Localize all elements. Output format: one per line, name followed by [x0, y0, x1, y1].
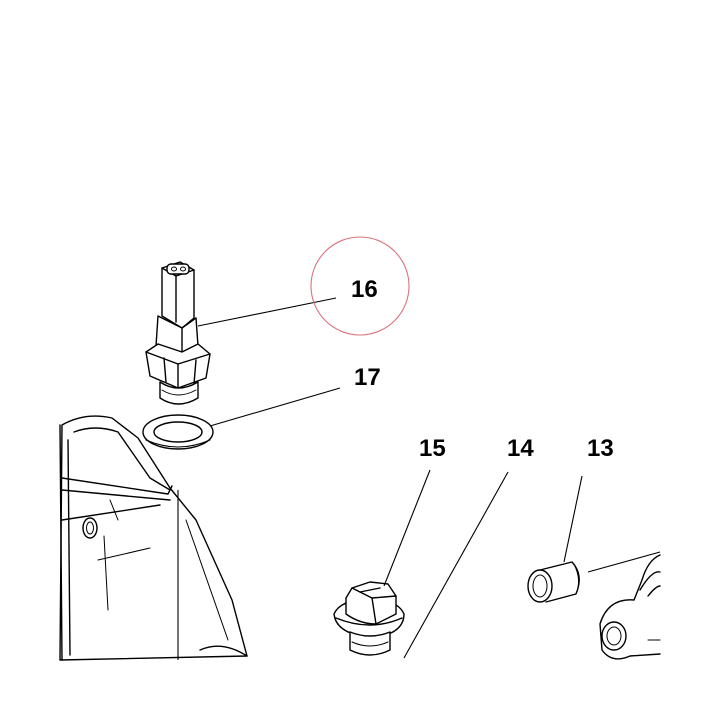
callout-13: 13 [587, 435, 614, 462]
sealing-washer [142, 414, 214, 450]
callout-17: 17 [354, 364, 381, 391]
callouts: 16 17 15 14 13 [351, 276, 614, 462]
leader-13-tail [587, 551, 661, 573]
gearbox-housing-right [599, 554, 661, 660]
leader-13 [563, 475, 583, 563]
leader-17 [209, 387, 341, 427]
callout-15: 15 [419, 435, 446, 462]
callout-16: 16 [351, 276, 378, 303]
leader-14 [403, 471, 509, 659]
dowel-sleeve [527, 561, 580, 603]
leader-15 [383, 469, 431, 587]
leader-lines [177, 297, 661, 660]
leader-16 [197, 297, 337, 327]
callout-14: 14 [507, 435, 534, 462]
temperature-sensor [145, 261, 211, 405]
gearbox-housing [59, 415, 248, 661]
drain-plug [333, 581, 405, 656]
callout-highlight-circle [310, 236, 410, 336]
housing-bolt-hole [82, 517, 98, 539]
